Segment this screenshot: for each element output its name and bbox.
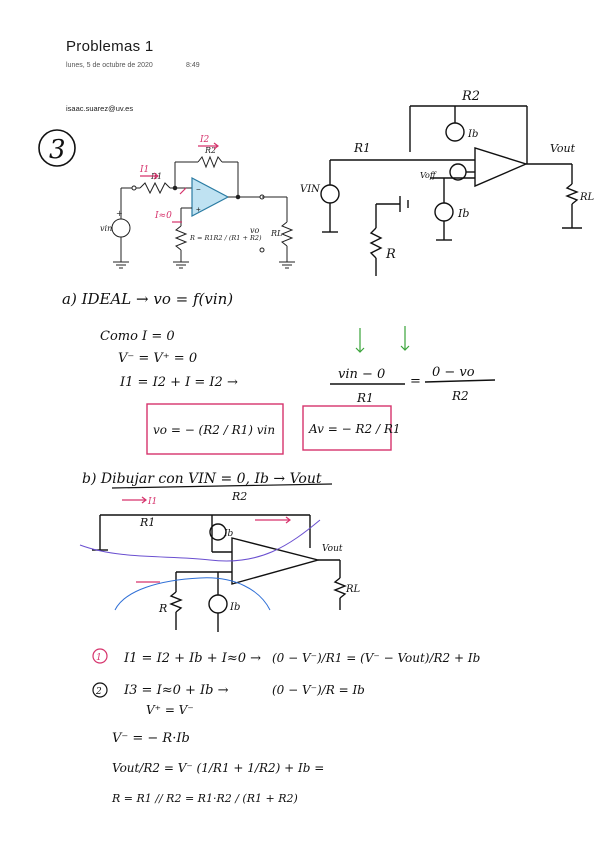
printed-plus-label: + xyxy=(116,209,123,218)
printed-minus-sign: − xyxy=(196,185,201,194)
part-b-eq4: Vout/R2 = V⁻ (1/R1 + 1/R2) + Ib = xyxy=(112,761,324,775)
b-i1-annotation: I1 xyxy=(147,497,157,507)
part-a-frac-right-num: 0 − vo xyxy=(432,365,475,380)
b-r1-label: R1 xyxy=(139,516,155,529)
hand-vin-label: VIN xyxy=(300,184,321,195)
hand-voff-label: Voff xyxy=(420,171,437,180)
opamp-symbol xyxy=(191,177,230,217)
b-r2-label: R2 xyxy=(231,490,247,503)
part-a-frac-left-num: vin − 0 xyxy=(338,367,385,382)
rl-resistor xyxy=(280,221,294,247)
printed-r-formula: R = R1R2 / (R1 + R2) xyxy=(189,234,262,242)
hand-r1-label: R1 xyxy=(353,141,371,155)
b-rl-label: RL xyxy=(345,584,361,595)
i1-annotation: I1 xyxy=(139,165,149,175)
loop-1-curve xyxy=(79,519,321,562)
marker-1: 1 xyxy=(96,653,102,663)
part-a-frac-right-den: R2 xyxy=(451,389,469,403)
part-a-frac-left-den: R1 xyxy=(356,391,374,405)
pink-annotations xyxy=(140,142,219,223)
part-b-eq5: R = R1 // R2 = R1·R2 / (R1 + R2) xyxy=(111,792,298,805)
r-resistor xyxy=(174,225,188,251)
problem-number-circle xyxy=(38,129,76,167)
printed-vo-label: vo xyxy=(250,226,260,235)
printed-circuit xyxy=(111,155,295,269)
part-b-eq2c: V⁺ = V⁻ xyxy=(146,703,194,717)
printed-rl-label: RL xyxy=(270,229,282,238)
printed-vin-label: vin xyxy=(100,224,112,233)
problem-number: 3 xyxy=(49,135,66,165)
marker-2: 2 xyxy=(95,687,102,697)
page-time: 8:49 xyxy=(186,62,200,69)
part-a-result2: Av = − R2 / R1 xyxy=(308,422,401,436)
page-date: lunes, 5 de octubre de 2020 xyxy=(66,62,153,69)
handdrawn-circuit-bottom xyxy=(92,514,347,632)
r2-resistor xyxy=(197,155,223,169)
page-title: Problemas 1 xyxy=(66,38,154,55)
green-arrows xyxy=(355,326,410,353)
part-b-eq1b: (0 − V⁻)/R1 = (V⁻ − Vout)/R2 + Ib xyxy=(272,651,480,665)
loop-2-curve xyxy=(114,577,271,611)
part-b-eq1: I1 = I2 + Ib + I≈0 → xyxy=(123,651,261,666)
svg-text:=: = xyxy=(410,374,421,389)
b-r-label: R xyxy=(158,602,167,615)
result1-box xyxy=(146,403,284,455)
printed-r2-label: R2 xyxy=(204,146,216,155)
hand-vout-label: Vout xyxy=(550,142,576,155)
part-a-heading: a) IDEAL → vo = f(vin) xyxy=(62,290,233,308)
frac-right-bar xyxy=(424,379,496,383)
r1-resistor xyxy=(139,181,171,195)
hand-ib-label-bottom: Ib xyxy=(457,207,469,220)
hand-rl-label: RL xyxy=(579,192,595,203)
b-ib-label-top: Ib xyxy=(223,529,234,539)
author-email: isaac.suarez@uv.es xyxy=(66,104,134,113)
hand-ib-label-top: Ib xyxy=(467,129,478,140)
part-a-result1: vo = − (R2 / R1) vin xyxy=(153,423,275,437)
hand-r2-label: R2 xyxy=(461,89,480,104)
i2-annotation: I2 xyxy=(199,135,210,145)
b-vout-label: Vout xyxy=(322,544,343,554)
b-ib-label: Ib xyxy=(229,602,240,613)
i0-annotation: I≈0 xyxy=(154,211,172,221)
result2-box xyxy=(302,405,392,451)
hand-r-label: R xyxy=(385,247,396,262)
source-symbol xyxy=(111,218,131,238)
part-b-heading: b) Dibujar con VIN = 0, Ib → Vout xyxy=(82,471,322,487)
part-a-line2: V⁻ = V⁺ = 0 xyxy=(118,351,197,366)
part-b-eq3: V⁻ = − R·Ib xyxy=(112,731,190,746)
part-b-eq2: I3 = I≈0 + Ib → xyxy=(123,683,229,698)
part-b-eq2b: (0 − V⁻)/R = Ib xyxy=(272,683,365,697)
part-a-line3: I1 = I2 + I = I2 → xyxy=(119,375,238,390)
handdrawn-circuit-top xyxy=(320,105,582,276)
part-a-line1: Como I = 0 xyxy=(100,329,175,344)
printed-plus-sign: + xyxy=(196,205,201,214)
